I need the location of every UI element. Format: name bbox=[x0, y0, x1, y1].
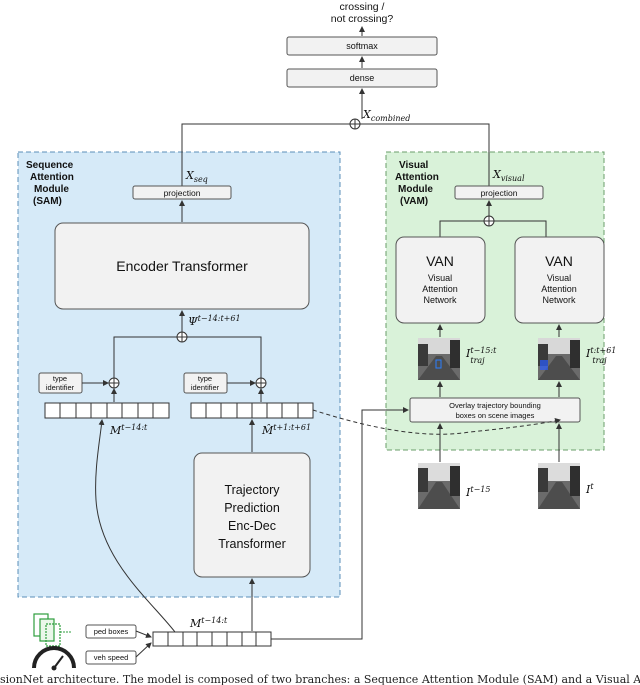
svg-text:Xseq: Xseq bbox=[185, 169, 208, 184]
svg-text:Module: Module bbox=[34, 184, 69, 195]
svg-text:identifier: identifier bbox=[191, 383, 220, 392]
history-sequence bbox=[44, 402, 170, 419]
svg-text:type: type bbox=[198, 374, 212, 383]
svg-text:projection: projection bbox=[481, 188, 518, 198]
dense-layer bbox=[286, 68, 438, 88]
svg-text:Network: Network bbox=[423, 295, 457, 305]
svg-text:Visual: Visual bbox=[428, 273, 452, 283]
svg-text:Mt−14:t: Mt−14:t bbox=[189, 616, 228, 630]
output-label: crossing / bbox=[340, 1, 385, 13]
svg-text:Xvisual: Xvisual bbox=[492, 168, 525, 183]
traj-image-2 bbox=[538, 338, 580, 380]
output-label-2: not crossing? bbox=[331, 13, 394, 25]
bounding-boxes-icon bbox=[33, 613, 72, 647]
scene-image-curr bbox=[538, 463, 580, 509]
scene-image-prev bbox=[418, 463, 460, 509]
svg-text:Ψt−14:t+61: Ψt−14:t+61 bbox=[188, 314, 241, 328]
van-block-1 bbox=[395, 236, 486, 324]
svg-text:boxes on scene images: boxes on scene images bbox=[456, 411, 535, 420]
encoder-transformer bbox=[54, 222, 310, 310]
svg-text:Mt−14:t: Mt−14:t bbox=[109, 423, 148, 437]
svg-text:It−15: It−15 bbox=[465, 485, 490, 499]
svg-text:Overlay trajectory bounding: Overlay trajectory bounding bbox=[449, 401, 541, 410]
svg-text:Attention: Attention bbox=[541, 284, 577, 294]
svg-text:Prediction: Prediction bbox=[224, 501, 280, 515]
svg-text:(SAM): (SAM) bbox=[33, 196, 62, 207]
veh-speed-input bbox=[85, 650, 137, 665]
svg-text:Attention: Attention bbox=[30, 172, 74, 183]
svg-text:Sequence: Sequence bbox=[26, 160, 74, 171]
svg-text:veh speed: veh speed bbox=[94, 653, 129, 662]
svg-text:Attention: Attention bbox=[422, 284, 458, 294]
svg-text:dense: dense bbox=[350, 73, 375, 83]
svg-text:projection: projection bbox=[164, 188, 201, 198]
trajectory-prediction-transformer bbox=[193, 452, 311, 578]
input-sequence bbox=[152, 631, 272, 647]
svg-text:type: type bbox=[53, 374, 67, 383]
predicted-sequence bbox=[190, 402, 314, 419]
traj-image-1 bbox=[418, 338, 460, 380]
svg-text:ped boxes: ped boxes bbox=[94, 627, 129, 636]
svg-text:Xcombined: Xcombined bbox=[362, 108, 410, 123]
svg-text:VAN: VAN bbox=[426, 253, 454, 269]
svg-text:It: It bbox=[585, 482, 594, 496]
figure-caption: sionNet architecture. The model is compo… bbox=[0, 673, 640, 685]
svg-text:Enc-Dec: Enc-Dec bbox=[228, 519, 276, 533]
svg-text:(VAM): (VAM) bbox=[400, 196, 428, 207]
svg-text:Trajectory: Trajectory bbox=[224, 483, 280, 497]
softmax-layer bbox=[286, 36, 438, 56]
svg-text:M̂t+1:t+61: M̂t+1:t+61 bbox=[261, 423, 311, 437]
svg-text:Transformer: Transformer bbox=[218, 537, 286, 551]
speedometer-icon bbox=[32, 646, 76, 671]
svg-text:Visual: Visual bbox=[547, 273, 571, 283]
svg-text:Module: Module bbox=[398, 184, 433, 195]
svg-text:Visual: Visual bbox=[399, 160, 428, 171]
van-block-2 bbox=[514, 236, 605, 324]
svg-text:Attention: Attention bbox=[395, 172, 439, 183]
overlay-box bbox=[409, 397, 581, 423]
svg-text:softmax: softmax bbox=[346, 41, 378, 51]
svg-text:Encoder Transformer: Encoder Transformer bbox=[116, 258, 248, 274]
sam-projection bbox=[132, 185, 232, 200]
vam-projection bbox=[454, 185, 544, 200]
svg-text:Network: Network bbox=[542, 295, 576, 305]
svg-text:VAN: VAN bbox=[545, 253, 573, 269]
svg-text:identifier: identifier bbox=[46, 383, 75, 392]
